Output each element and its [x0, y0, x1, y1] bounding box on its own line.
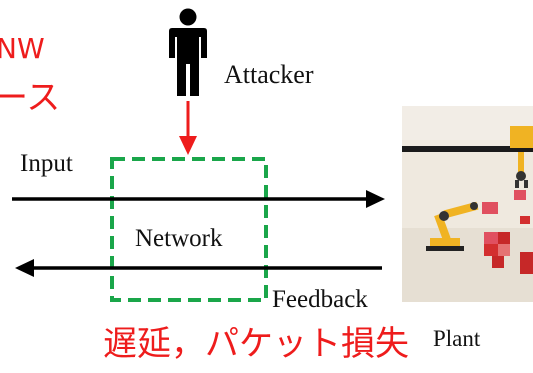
- attacker-label: Attacker: [224, 60, 314, 89]
- top-left-text-line1: NW: [0, 32, 45, 65]
- input-arrow-head: [366, 190, 385, 208]
- top-left-text-line2: ース: [0, 78, 61, 118]
- feedback-label: Feedback: [272, 286, 368, 313]
- feedback-arrow-head: [15, 259, 34, 277]
- plant-label: Plant: [433, 326, 481, 351]
- bottom-caption: 遅延，パケット損失: [103, 324, 409, 364]
- network-label: Network: [135, 225, 223, 252]
- input-label: Input: [20, 150, 73, 177]
- network-box: [110, 157, 268, 302]
- robot-arm-factory-icon: [402, 106, 533, 302]
- attack-arrow-head: [179, 136, 197, 155]
- person-icon: [169, 8, 207, 96]
